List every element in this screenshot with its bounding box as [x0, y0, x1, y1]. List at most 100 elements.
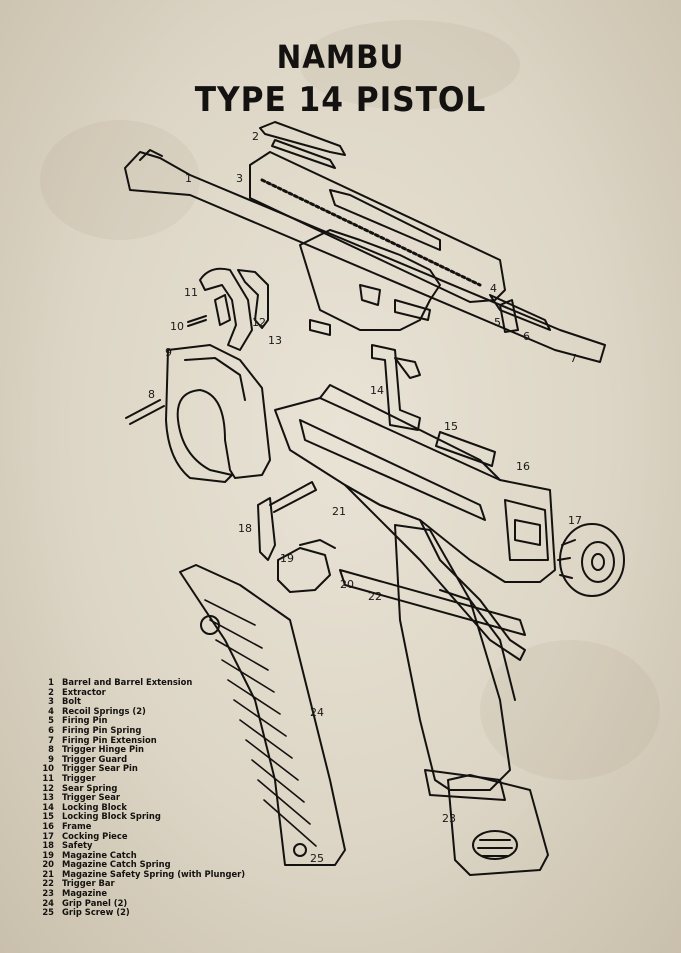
part-magazine	[447, 774, 549, 876]
legend-number: 3	[48, 696, 54, 707]
legend-row: 9 Trigger Guard	[36, 753, 296, 765]
legend-label: Trigger Guard	[62, 753, 128, 764]
callout-11: 11	[184, 286, 198, 299]
legend-number: 10	[42, 763, 54, 774]
callout-7: 7	[570, 352, 577, 365]
legend-label: Trigger Sear	[62, 792, 121, 803]
callout-18: 18	[238, 522, 252, 535]
title-line-2: TYPE 14 PISTOL	[194, 80, 487, 120]
callout-12: 12	[252, 316, 266, 329]
callout-4: 4	[490, 282, 497, 295]
callout-16: 16	[516, 460, 530, 473]
legend-label: Magazine Safety Spring (with Plunger)	[62, 868, 246, 879]
legend-label: Firing Pin	[62, 715, 108, 726]
legend-number: 6	[48, 724, 54, 735]
callout-14: 14	[370, 384, 384, 397]
legend-row: 3 Bolt	[36, 697, 296, 707]
legend-number: 14	[42, 801, 54, 812]
legend-row: 6 Firing Pin Spring	[36, 724, 296, 736]
legend-number: 24	[42, 897, 54, 908]
callout-10: 10	[170, 320, 184, 333]
legend-number: 12	[42, 782, 54, 793]
callout-1: 1	[185, 172, 192, 185]
callout-24: 24	[310, 706, 324, 719]
callout-9: 9	[165, 346, 172, 359]
legend-label: Magazine Catch	[62, 849, 137, 860]
callout-6: 6	[523, 330, 530, 343]
legend-label: Bolt	[62, 696, 82, 707]
legend-label: Magazine	[62, 888, 108, 899]
legend-label: Trigger	[62, 772, 96, 783]
legend-number: 18	[42, 840, 54, 851]
legend-number: 20	[42, 859, 54, 870]
legend-number: 8	[48, 744, 54, 755]
title-line-1: NAMBU	[276, 38, 405, 76]
legend-number: 2	[48, 686, 54, 697]
legend-label: Recoil Springs (2)	[62, 705, 146, 716]
legend-number: 1	[48, 677, 54, 687]
part-bolt	[249, 151, 551, 333]
callout-3: 3	[236, 172, 243, 185]
callout-23: 23	[442, 812, 456, 825]
legend-row: 10 Trigger Sear Pin	[36, 764, 296, 774]
legend-number: 11	[42, 772, 54, 783]
legend-number: 15	[42, 811, 54, 822]
legend-row: 24 Grip Panel (2)	[36, 897, 296, 909]
legend-number: 9	[48, 753, 54, 764]
paper-stain	[40, 120, 200, 240]
part-trigger-guard	[165, 344, 271, 483]
callout-8: 8	[148, 388, 155, 401]
legend-number: 16	[42, 820, 54, 831]
legend-number: 21	[42, 868, 54, 879]
legend-number: 13	[42, 792, 54, 803]
part-barrel	[124, 149, 606, 363]
legend-number: 7	[48, 734, 54, 745]
callout-13: 13	[268, 334, 282, 347]
legend-row: 18 Safety	[36, 840, 296, 851]
callout-5: 5	[494, 316, 501, 329]
legend-label: Locking Block	[62, 801, 127, 812]
legend-label: Sear Spring	[62, 782, 118, 793]
legend-label: Safety	[62, 840, 93, 851]
legend-label: Grip Screw (2)	[62, 907, 130, 918]
legend-row: 12 Sear Spring	[36, 782, 296, 794]
legend-label: Trigger Sear Pin	[62, 763, 138, 774]
legend-label: Locking Block Spring	[62, 811, 161, 822]
callout-numbers: 1 2 3 4 5 6 7 8 9 10 11 12 13 14 15 16 1…	[148, 130, 582, 865]
legend-row: 25 Grip Screw (2)	[36, 908, 296, 918]
callout-17: 17	[568, 514, 582, 527]
callout-15: 15	[444, 420, 458, 433]
legend-number: 4	[48, 705, 54, 716]
legend-row: 14 Locking Block	[36, 801, 296, 813]
callout-21: 21	[332, 505, 346, 518]
legend-label: Extractor	[62, 686, 106, 697]
legend-number: 25	[42, 907, 54, 918]
legend-label: Barrel and Barrel Extension	[62, 677, 193, 687]
legend-number: 23	[42, 888, 54, 899]
part-trigger-bar	[339, 569, 526, 636]
legend-label: Cocking Piece	[62, 830, 128, 841]
callout-2: 2	[252, 130, 259, 143]
legend-number: 17	[42, 830, 54, 841]
part-extractor	[259, 121, 346, 169]
callout-20: 20	[340, 578, 354, 591]
part-trigger-hinge-pin	[125, 399, 165, 425]
legend-row: 23 Magazine	[36, 888, 296, 899]
legend-row: 11 Trigger	[36, 772, 296, 784]
callout-25: 25	[310, 852, 324, 865]
legend-row: 20 Magazine Catch Spring	[36, 860, 296, 870]
legend-label: Firing Pin Spring	[62, 724, 142, 735]
callout-19: 19	[280, 552, 294, 565]
callout-22: 22	[368, 590, 382, 603]
legend-label: Magazine Catch Spring	[62, 859, 171, 870]
legend-row: 15 Locking Block Spring	[36, 812, 296, 822]
legend-label: Grip Panel (2)	[62, 897, 128, 908]
